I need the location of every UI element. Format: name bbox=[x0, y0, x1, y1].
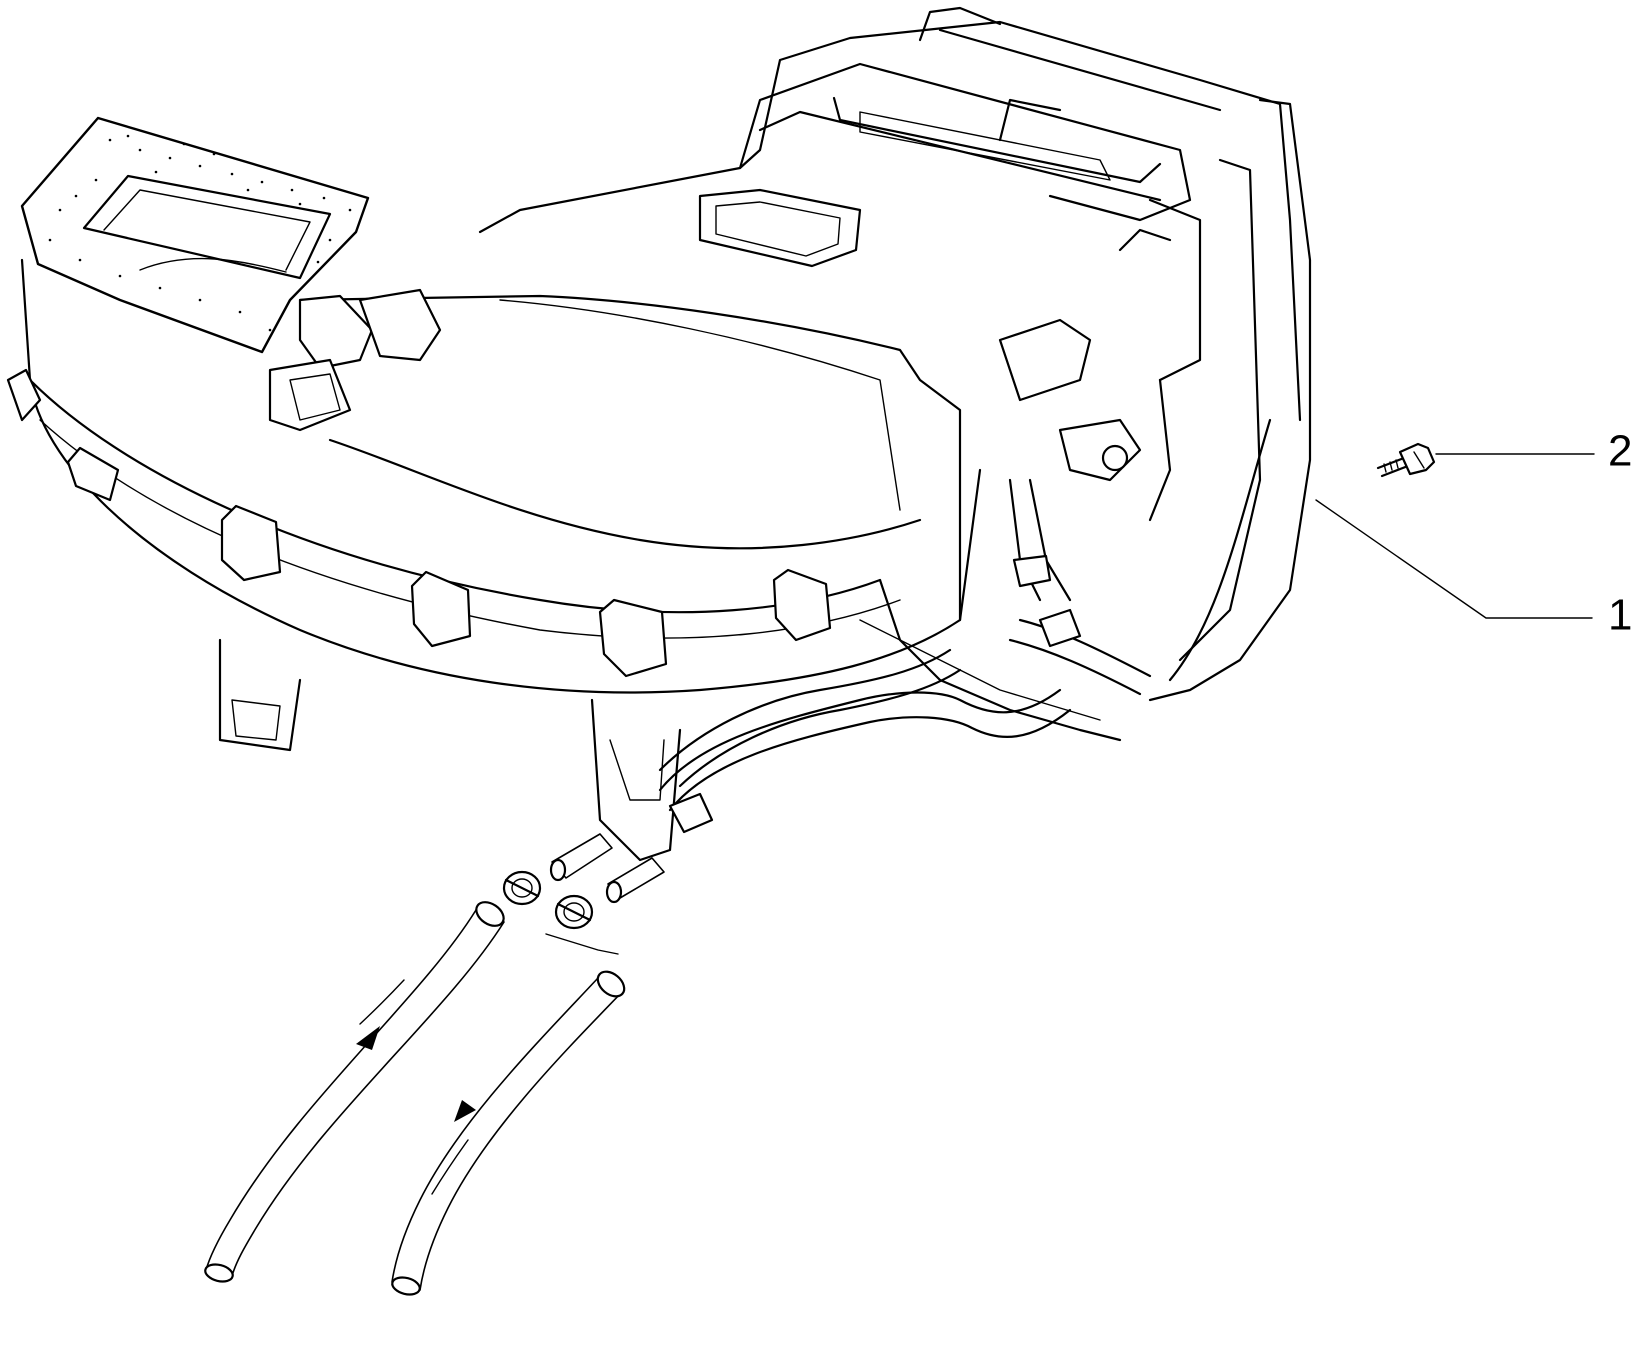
callout-2: 2 bbox=[1435, 427, 1632, 476]
hose-clamp-right bbox=[554, 894, 594, 930]
heater-unit-housing bbox=[6, 6, 1312, 862]
hose-outlet bbox=[204, 901, 505, 1283]
callout-number-1: 1 bbox=[1608, 591, 1632, 640]
flexible-hoses bbox=[204, 901, 626, 1296]
screw bbox=[1376, 442, 1436, 478]
heater-pipes bbox=[549, 478, 1152, 904]
flow-arrow-outlet bbox=[356, 1026, 380, 1050]
foam-speckle-texture bbox=[48, 134, 352, 332]
hose-inlet bbox=[391, 970, 626, 1296]
flow-arrow-inlet bbox=[454, 1100, 476, 1122]
hose-clamps bbox=[502, 870, 619, 955]
foam-air-outlet bbox=[20, 116, 370, 354]
callout-number-2: 2 bbox=[1608, 427, 1632, 476]
hose-clamp-left bbox=[502, 870, 542, 906]
callout-1: 1 bbox=[1315, 499, 1632, 640]
leader-line-1 bbox=[1315, 499, 1593, 619]
mounting-tabs bbox=[6, 368, 832, 678]
